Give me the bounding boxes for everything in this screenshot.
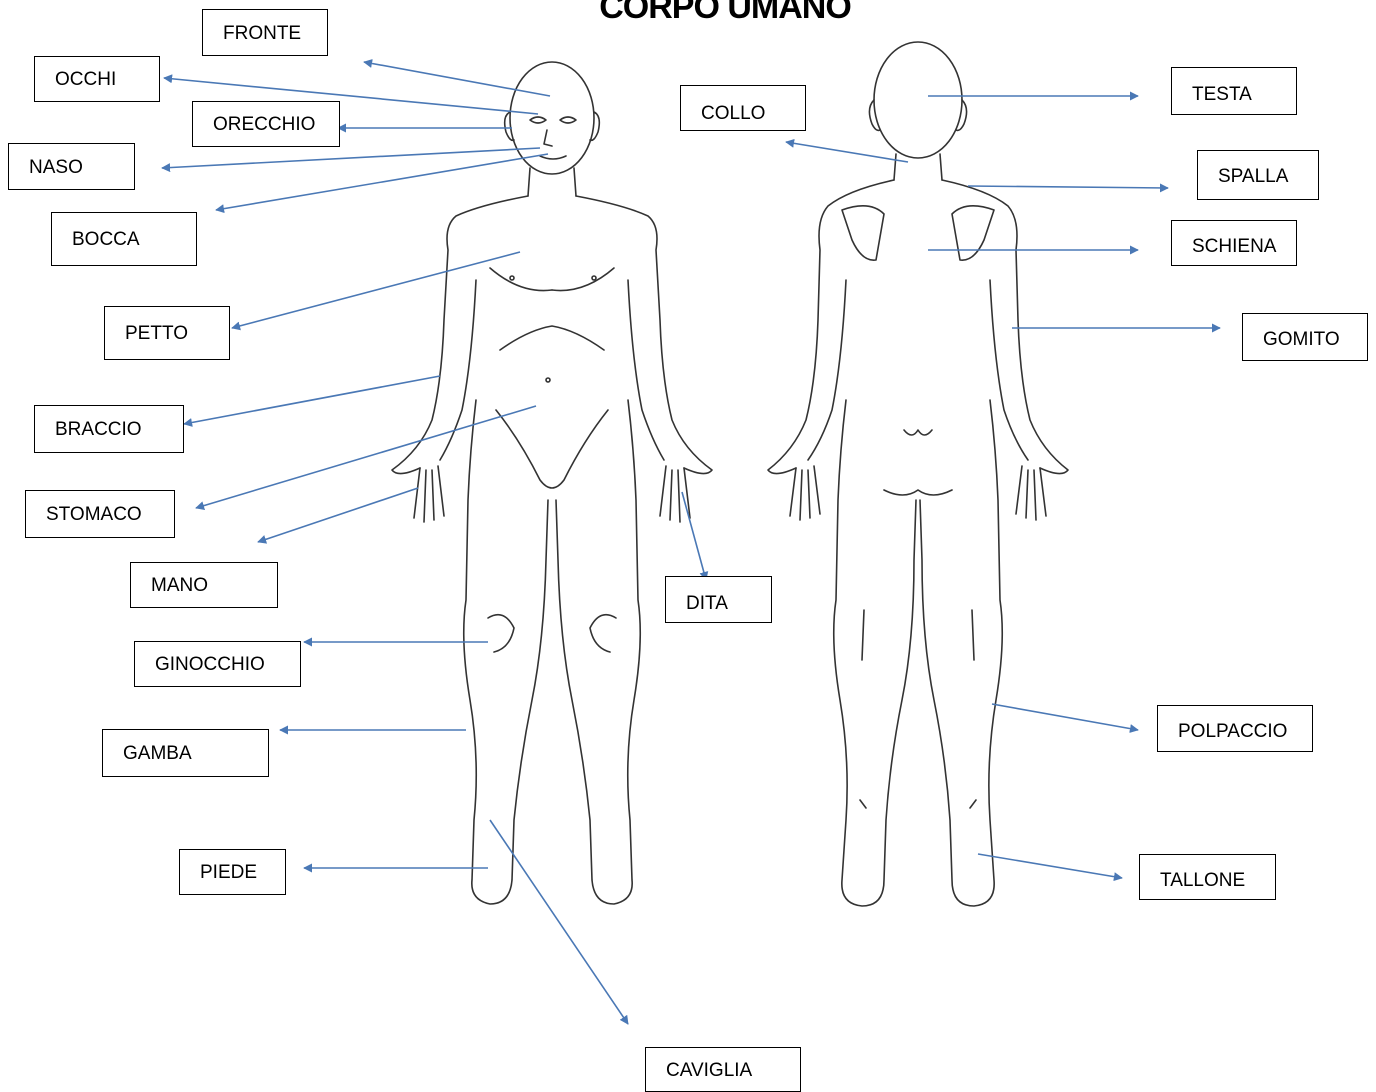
- label-fronte[interactable]: FRONTE: [202, 9, 328, 56]
- front-body-figure: [392, 62, 712, 904]
- arrow-braccio: [184, 376, 440, 424]
- label-petto[interactable]: PETTO: [104, 306, 230, 360]
- arrow-dita: [682, 492, 706, 580]
- label-caviglia[interactable]: CAVIGLIA: [645, 1047, 801, 1092]
- arrow-spalla: [968, 186, 1168, 188]
- label-orecchio[interactable]: ORECCHIO: [192, 101, 340, 147]
- label-stomaco[interactable]: STOMACO: [25, 490, 175, 538]
- label-gomito[interactable]: GOMITO: [1242, 313, 1368, 361]
- arrow-tallone: [978, 854, 1122, 878]
- label-dita[interactable]: DITA: [665, 576, 772, 623]
- arrow-petto: [232, 252, 520, 328]
- label-naso[interactable]: NASO: [8, 143, 135, 190]
- label-collo[interactable]: COLLO: [680, 85, 806, 131]
- arrow-caviglia: [490, 820, 628, 1024]
- label-polpaccio[interactable]: POLPACCIO: [1157, 705, 1313, 752]
- label-schiena[interactable]: SCHIENA: [1171, 220, 1297, 266]
- label-tallone[interactable]: TALLONE: [1139, 854, 1276, 900]
- back-body-figure: [768, 42, 1068, 906]
- label-occhi[interactable]: OCCHI: [34, 56, 160, 102]
- label-gamba[interactable]: GAMBA: [102, 729, 269, 777]
- label-spalla[interactable]: SPALLA: [1197, 150, 1319, 200]
- label-mano[interactable]: MANO: [130, 562, 278, 608]
- label-bocca[interactable]: BOCCA: [51, 212, 197, 266]
- label-testa[interactable]: TESTA: [1171, 67, 1297, 115]
- label-piede[interactable]: PIEDE: [179, 849, 286, 895]
- arrow-mano: [258, 488, 418, 542]
- label-braccio[interactable]: BRACCIO: [34, 405, 184, 453]
- arrow-polpaccio: [992, 704, 1138, 730]
- arrow-stomaco: [196, 406, 536, 508]
- label-ginocchio[interactable]: GINOCCHIO: [134, 641, 301, 687]
- arrows: [162, 62, 1220, 1024]
- page-title: CORPO UMANO: [560, 0, 890, 27]
